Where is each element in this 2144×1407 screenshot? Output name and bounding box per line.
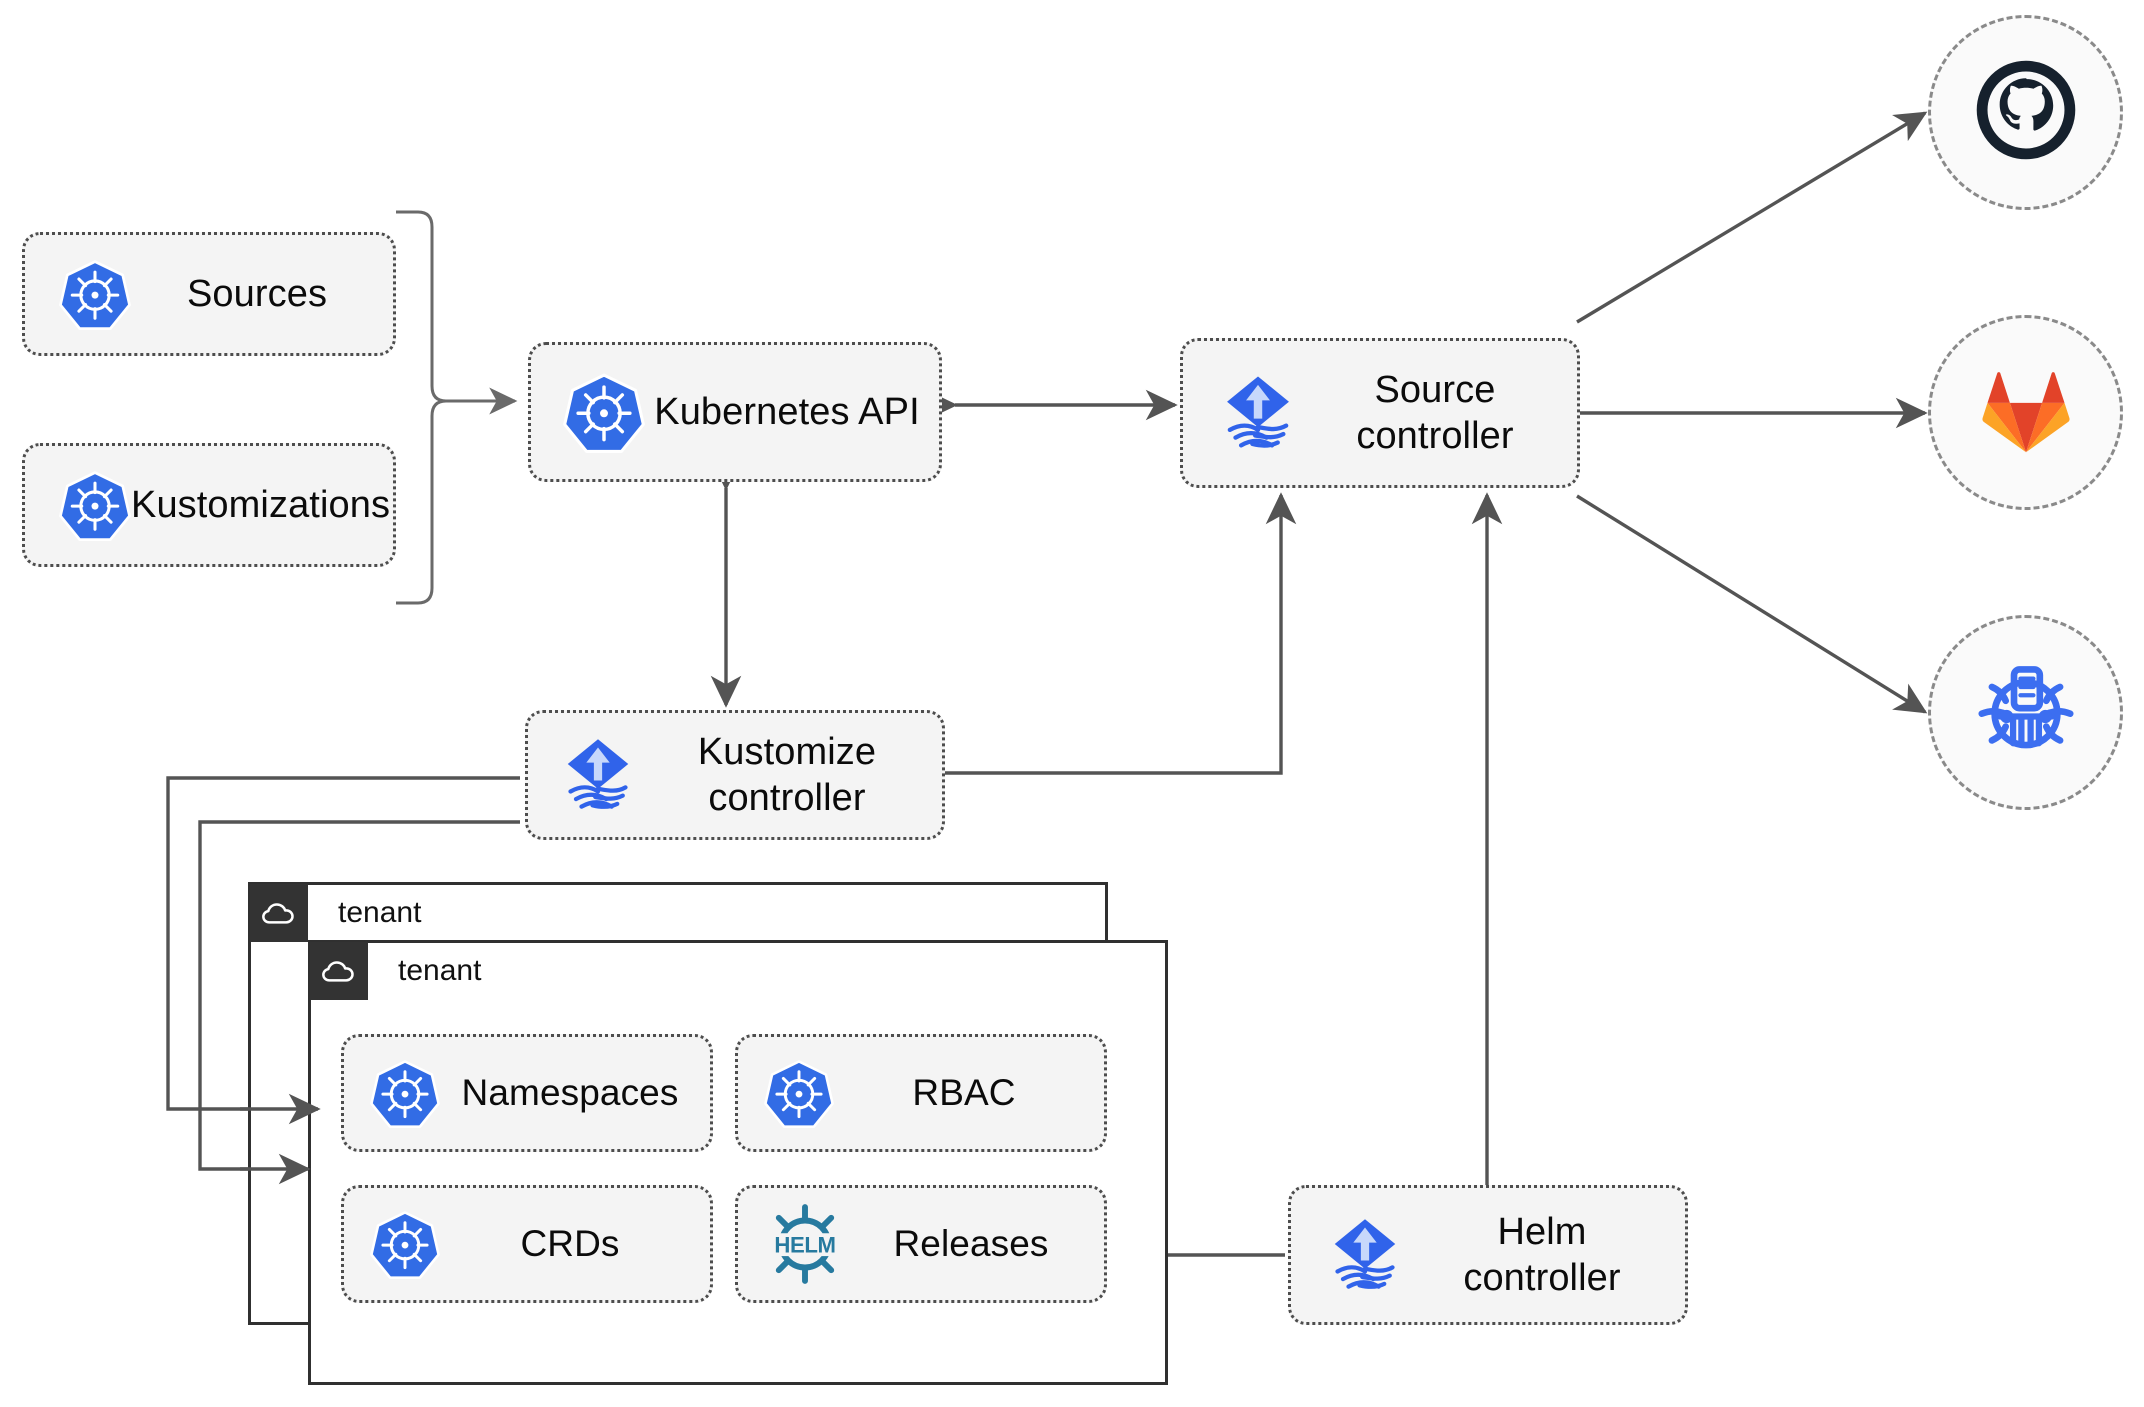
flux-icon	[554, 731, 642, 819]
node-rbac[interactable]: RBAC	[735, 1034, 1107, 1152]
tenant-label-back: tenant	[338, 896, 422, 929]
cloud-icon	[250, 884, 308, 942]
group-bracket	[396, 210, 447, 605]
helm-icon: HELM	[762, 1201, 848, 1287]
node-label-kustomizations: Kustomizations	[131, 483, 391, 526]
cloud-icon	[310, 942, 368, 1000]
gitlab-icon	[1974, 358, 2078, 467]
node-label-helm-controller: Helm controller	[1463, 1210, 1621, 1299]
tenant-container-front[interactable]: tenant	[308, 940, 1168, 1385]
kubernetes-icon	[370, 1058, 440, 1128]
tenant-header-back: tenant	[250, 884, 421, 942]
node-label-rbac: RBAC	[912, 1072, 1016, 1114]
node-releases[interactable]: HELM Releases	[735, 1185, 1107, 1303]
node-label-kustomize-controller: Kustomize controller	[697, 730, 877, 819]
provider-gitlab[interactable]	[1928, 315, 2123, 510]
node-source-controller[interactable]: Source controller	[1180, 338, 1580, 488]
helm-repository-icon	[1967, 651, 2085, 774]
tenant-label-front: tenant	[398, 954, 482, 987]
node-helm-controller[interactable]: Helm controller	[1288, 1185, 1688, 1325]
node-sources[interactable]: Sources	[22, 232, 396, 356]
kubernetes-icon	[59, 469, 131, 541]
node-namespaces[interactable]: Namespaces	[341, 1034, 713, 1152]
edge-sourcecontroller-to-helmrepo	[1576, 494, 1928, 714]
node-label-source-controller: Source controller	[1356, 368, 1514, 457]
kubernetes-icon	[59, 258, 131, 330]
kubernetes-icon	[370, 1209, 440, 1279]
flux-icon	[1321, 1211, 1409, 1299]
node-label-namespaces: Namespaces	[461, 1072, 679, 1114]
node-crds[interactable]: CRDs	[341, 1185, 713, 1303]
node-label-releases: Releases	[893, 1223, 1049, 1265]
node-label-crds: CRDs	[520, 1223, 620, 1265]
flux-icon	[1213, 368, 1303, 458]
svg-text:HELM: HELM	[774, 1232, 835, 1257]
node-label-sources: Sources	[186, 272, 328, 315]
edge-sourcecontroller-to-github	[1576, 111, 1928, 324]
tenant-header-front: tenant	[310, 942, 481, 1000]
node-kustomize-controller[interactable]: Kustomize controller	[525, 710, 945, 840]
kubernetes-icon	[764, 1058, 834, 1128]
node-kubernetes-api[interactable]: Kubernetes API	[528, 342, 942, 482]
github-icon	[1972, 56, 2080, 169]
node-kustomizations[interactable]: Kustomizations	[22, 443, 396, 567]
edge-kustomize-to-sourcecontroller	[944, 492, 1297, 775]
provider-helm-repository[interactable]	[1928, 615, 2123, 810]
provider-github[interactable]	[1928, 15, 2123, 210]
kubernetes-icon	[563, 371, 645, 453]
node-label-kubernetes-api: Kubernetes API	[654, 390, 920, 433]
